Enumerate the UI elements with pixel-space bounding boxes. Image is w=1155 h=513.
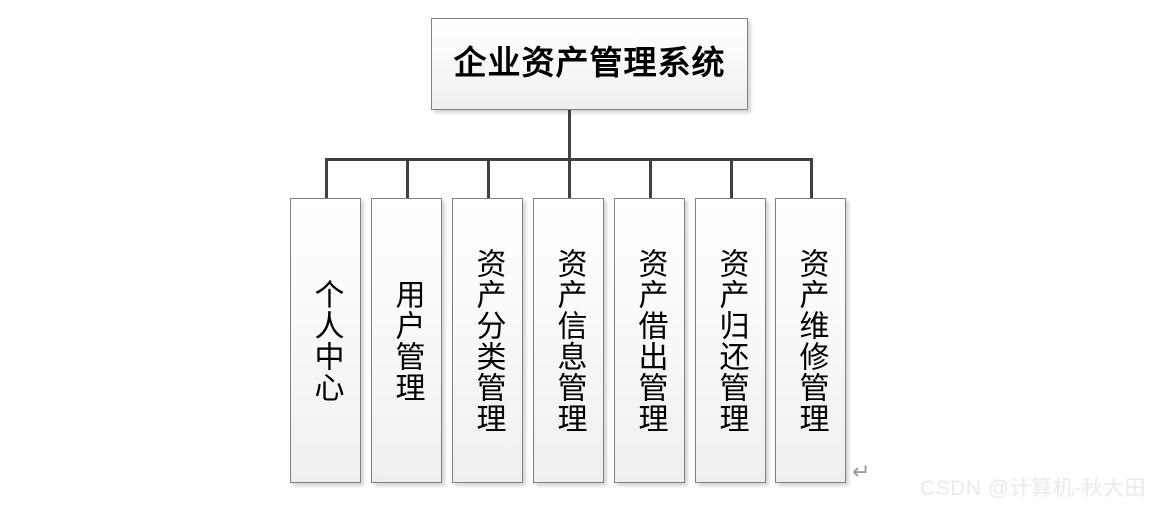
connector-drop-2 — [406, 158, 409, 199]
watermark-text: CSDN @计算机-秋大田 — [920, 477, 1147, 500]
connector-drop-7 — [810, 158, 813, 199]
connector-drop-3 — [487, 158, 490, 199]
root-node-enterprise-asset-management-system[interactable]: 企业资产管理系统 — [431, 18, 748, 110]
connector-drop-1 — [325, 158, 328, 199]
paragraph-return-mark-icon: ↵ — [852, 460, 871, 485]
child-node-asset-lending-management[interactable]: 资产借出管理 — [614, 198, 685, 483]
child-node-label-1: 个人中心 — [309, 278, 343, 403]
child-node-asset-repair-management[interactable]: 资产维修管理 — [775, 198, 846, 483]
child-node-label-4: 资产信息管理 — [552, 247, 586, 434]
connector-drop-5 — [649, 158, 652, 199]
child-node-asset-category-management[interactable]: 资产分类管理 — [452, 198, 523, 483]
child-node-label-5: 资产借出管理 — [633, 247, 667, 434]
child-node-label-6: 资产归还管理 — [714, 247, 748, 434]
connector-root-stem — [568, 110, 571, 161]
connector-drop-6 — [730, 158, 733, 199]
child-node-user-management[interactable]: 用户管理 — [371, 198, 442, 483]
connector-drop-4 — [568, 158, 571, 199]
child-node-label-7: 资产维修管理 — [794, 247, 828, 434]
child-node-asset-return-management[interactable]: 资产归还管理 — [695, 198, 766, 483]
child-node-personal-center[interactable]: 个人中心 — [290, 198, 361, 483]
root-node-label: 企业资产管理系统 — [453, 45, 726, 82]
child-node-asset-information-management[interactable]: 资产信息管理 — [533, 198, 604, 483]
child-node-label-2: 用户管理 — [390, 278, 424, 403]
child-node-label-3: 资产分类管理 — [471, 247, 505, 434]
